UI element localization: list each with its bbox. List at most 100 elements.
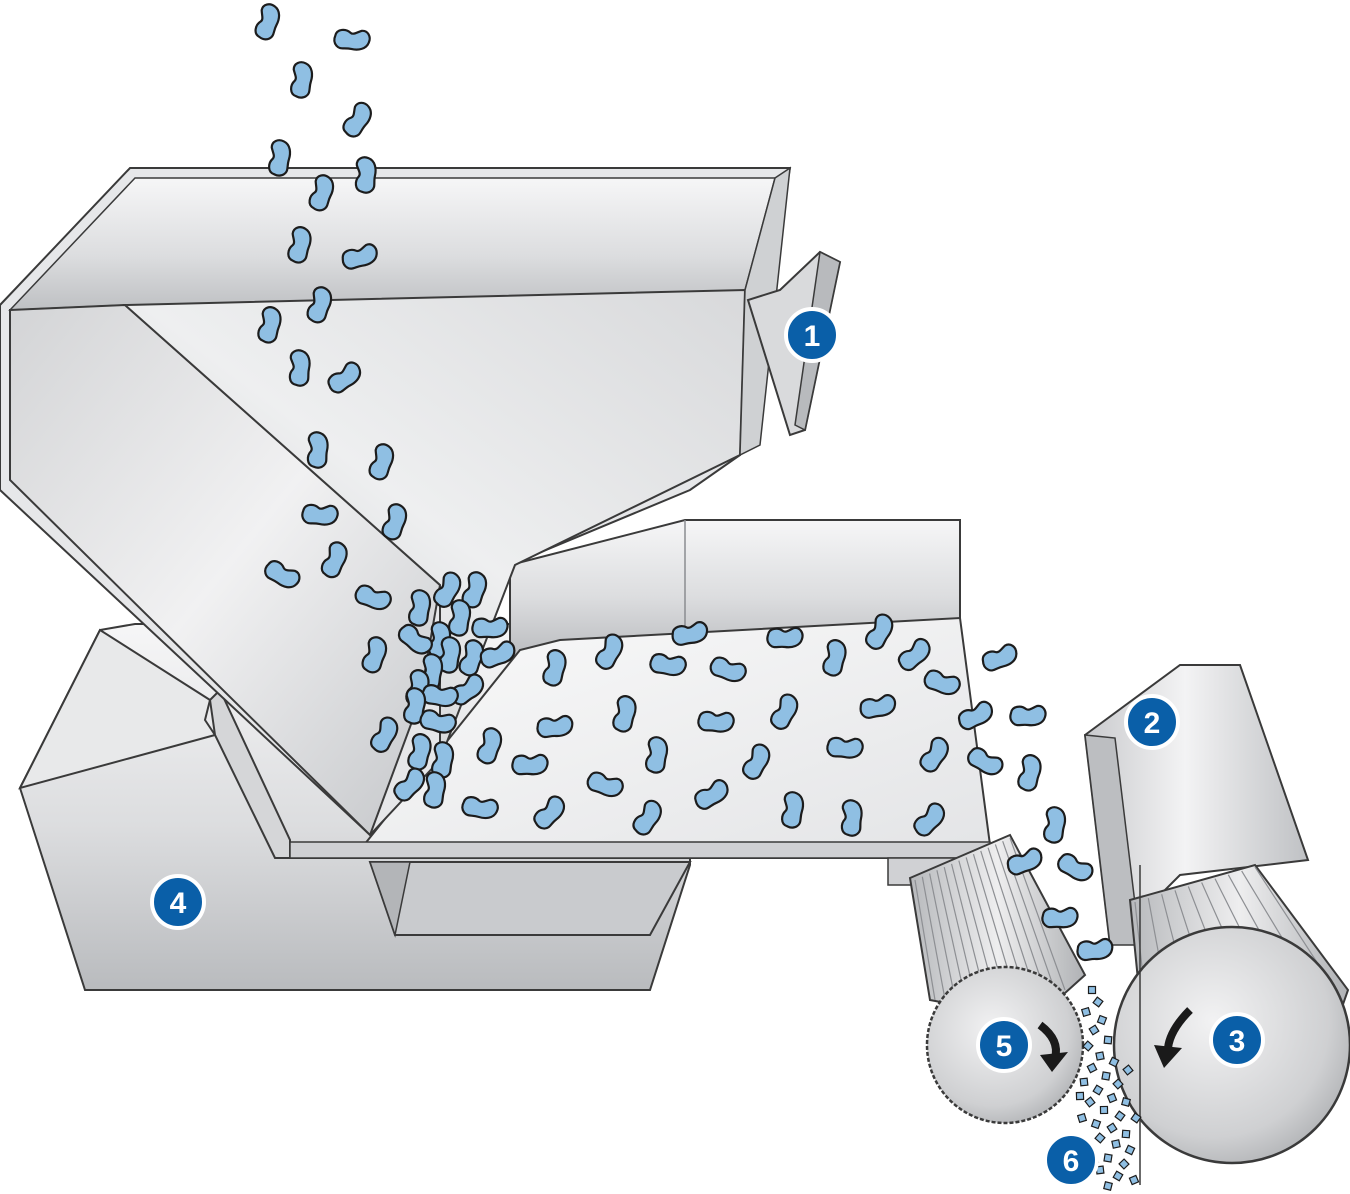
coffee-ground-particle — [1076, 1112, 1088, 1124]
callout-label-4: 4 — [170, 887, 187, 920]
coffee-ground-particle — [1114, 1110, 1126, 1122]
callout-badge-2: 2 — [1124, 694, 1180, 750]
coffee-bean — [257, 306, 282, 344]
coffee-ground-particle — [1106, 1092, 1118, 1104]
coffee-bean — [897, 637, 931, 672]
coffee-bean — [381, 503, 408, 541]
coffee-ground-particle — [1086, 1062, 1098, 1074]
coffee-bean — [595, 633, 624, 670]
coffee-bean — [770, 693, 799, 730]
coffee-bean — [913, 802, 946, 837]
callout-badge-1: 1 — [784, 307, 840, 363]
rotation-arrow-counterclockwise-icon — [1154, 1007, 1193, 1068]
coffee-ground-particle — [1103, 1035, 1113, 1045]
coffee-bean — [859, 694, 897, 719]
coffee-bean — [919, 736, 949, 773]
coffee-bean — [290, 61, 314, 99]
coffee-ground-particle — [1112, 1078, 1124, 1090]
coffee-bean — [923, 669, 961, 696]
coffee-ground-particle — [1103, 1153, 1113, 1163]
coffee-bean — [709, 656, 747, 683]
coffee-ground-particle — [1079, 1077, 1089, 1087]
coffee-ground-particle — [1103, 1181, 1113, 1191]
coffee-bean — [264, 560, 301, 589]
coffee-ground-particle — [1080, 1006, 1092, 1018]
coffee-bean — [407, 733, 432, 771]
coffee-bean — [320, 541, 348, 579]
coffee-ground-particle — [1075, 1091, 1085, 1101]
coffee-bean — [1043, 806, 1067, 844]
coffee-ground-particle — [1124, 1144, 1136, 1156]
coffee-bean — [1057, 853, 1094, 882]
coffee-bean — [586, 771, 624, 798]
coffee-ground-particle — [1120, 1096, 1132, 1108]
coffee-bean — [368, 443, 395, 481]
callout-label-6: 6 — [1063, 1145, 1080, 1178]
coffee-bean — [632, 799, 662, 836]
coffee-bean — [1041, 906, 1079, 929]
coffee-bean — [697, 710, 735, 733]
coffee-bean — [393, 767, 426, 802]
coffee-ground-particle — [1084, 1096, 1096, 1108]
coffee-bean — [306, 431, 329, 469]
coffee-bean — [423, 771, 447, 809]
coffee-bean — [288, 349, 311, 387]
coffee-bean — [826, 736, 864, 759]
coffee-bean — [254, 3, 281, 41]
coffee-bean — [450, 673, 485, 706]
coffee-bean — [822, 639, 847, 677]
coffee-bean — [471, 616, 509, 639]
coffee-bean — [342, 101, 372, 138]
coffee-bean — [694, 779, 729, 810]
coffee-bean — [649, 653, 687, 677]
coffee-bean — [419, 709, 457, 734]
coffee-ground-particle — [1082, 1040, 1094, 1052]
coffee-bean — [354, 156, 377, 194]
coffee-bean — [408, 589, 432, 627]
hopper — [0, 166, 842, 837]
callout-label-5: 5 — [996, 1030, 1013, 1063]
coffee-bean — [766, 626, 804, 649]
callout-badge-5: 5 — [976, 1017, 1032, 1073]
coffee-beans — [254, 3, 1114, 962]
coffee-bean — [967, 747, 1004, 776]
coffee-ground-particle — [1106, 1122, 1118, 1134]
coffee-bean — [476, 727, 503, 765]
coffee-ground-particle — [1090, 1118, 1102, 1130]
coffee-bean — [542, 649, 567, 687]
coffee-bean — [327, 361, 362, 394]
coffee-bean — [671, 621, 709, 646]
coffee-bean — [397, 623, 433, 655]
rotation-arrow-clockwise-icon — [1037, 1021, 1068, 1072]
coffee-ground-particle — [1088, 1024, 1100, 1036]
callout-label-2: 2 — [1144, 707, 1161, 740]
coffee-bean — [865, 613, 894, 650]
coffee-ground-particle — [1130, 1112, 1142, 1124]
coffee-bean — [645, 736, 669, 774]
coffee-bean — [333, 28, 371, 51]
coffee-bean — [1006, 847, 1043, 876]
coffee-bean — [461, 571, 488, 609]
coffee-ground-particle — [1128, 1174, 1140, 1186]
vibrating-tray — [208, 519, 1001, 886]
coffee-bean — [448, 599, 472, 637]
coffee-bean — [341, 243, 378, 270]
coffee-bean — [354, 584, 392, 611]
callout-badge-3: 3 — [1209, 1012, 1265, 1068]
coffee-ground-particle — [1092, 996, 1104, 1008]
coffee-bean — [431, 741, 455, 779]
coffee-bean — [981, 643, 1018, 672]
coffee-bean — [308, 174, 335, 212]
callout-label-3: 3 — [1229, 1025, 1246, 1058]
coffee-bean — [1076, 937, 1114, 962]
coffee-bean — [612, 695, 637, 733]
coffee-bean — [370, 716, 399, 753]
coffee-ground-particle — [1092, 1084, 1104, 1096]
coffee-ground-particle — [1094, 1132, 1106, 1144]
coffee-ground-particle — [1118, 1158, 1130, 1170]
coffee-bean — [461, 796, 499, 820]
coffee-bean — [536, 714, 574, 739]
coffee-ground-particle — [1111, 1139, 1121, 1149]
callout-badge-4: 4 — [150, 874, 206, 930]
